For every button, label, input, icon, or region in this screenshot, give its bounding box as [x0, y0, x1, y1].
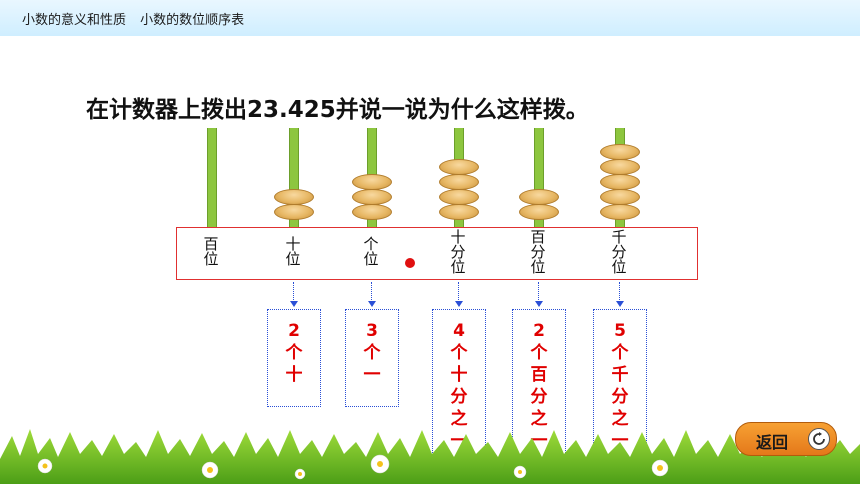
abacus-rod	[289, 128, 299, 228]
header-lesson: 小数的数位顺序表	[140, 13, 245, 28]
abacus-bead	[439, 159, 479, 175]
place-label: 个位	[363, 235, 379, 268]
grass-decoration	[0, 429, 860, 484]
page-title: 在计数器上拨出23.425并说一说为什么这样拨。	[86, 97, 589, 123]
header-section: 小数的意义和性质	[22, 13, 127, 28]
abacus-bead	[600, 204, 640, 220]
abacus-bead	[439, 189, 479, 205]
refresh-icon	[808, 428, 830, 450]
header-breadcrumb: 小数的意义和性质 小数的数位顺序表	[22, 9, 254, 28]
abacus-rod	[534, 128, 544, 228]
pointer-arrow	[371, 282, 372, 302]
abacus-bead	[352, 189, 392, 205]
place-label: 十分位	[450, 228, 466, 276]
decimal-point	[405, 258, 415, 268]
arrow-head	[289, 301, 298, 307]
abacus-bead	[600, 189, 640, 205]
abacus-bead	[600, 159, 640, 175]
pointer-arrow	[293, 282, 294, 302]
place-label: 十位	[285, 235, 301, 268]
header-bar: 小数的意义和性质 小数的数位顺序表	[0, 0, 860, 38]
abacus-bead	[274, 189, 314, 205]
abacus-rod	[207, 128, 217, 228]
place-label: 百分位	[530, 228, 546, 276]
abacus-bead	[600, 144, 640, 160]
back-button-label: 返回	[756, 433, 789, 452]
abacus-bead	[519, 189, 559, 205]
arrow-head	[615, 301, 624, 307]
place-label: 百位	[203, 235, 219, 268]
arrow-head	[454, 301, 463, 307]
arrow-head	[367, 301, 376, 307]
abacus-bead	[439, 204, 479, 220]
abacus-bead	[274, 204, 314, 220]
pointer-arrow	[538, 282, 539, 302]
abacus-bead	[352, 174, 392, 190]
pointer-arrow	[619, 282, 620, 302]
abacus-bead	[519, 204, 559, 220]
place-label: 千分位	[611, 228, 627, 276]
abacus-bead	[439, 174, 479, 190]
abacus-bead	[600, 174, 640, 190]
place-value-box	[176, 227, 698, 280]
pointer-arrow	[458, 282, 459, 302]
arrow-head	[534, 301, 543, 307]
back-button[interactable]: 返回	[735, 422, 837, 456]
abacus-bead	[352, 204, 392, 220]
